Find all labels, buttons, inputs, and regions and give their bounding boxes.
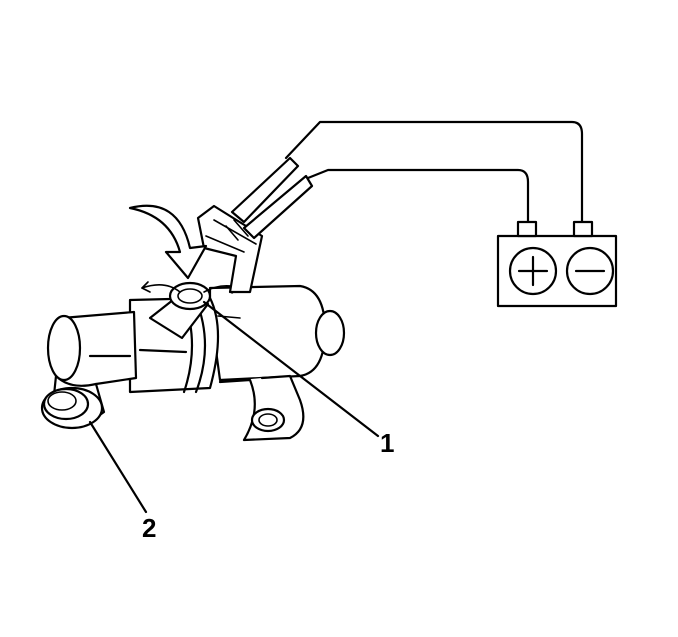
- electrical-connector: [196, 156, 314, 294]
- mounting-bracket: [218, 374, 305, 442]
- airflow-arrow-icon: [128, 204, 208, 280]
- battery: [496, 220, 618, 308]
- jumper-wires: [284, 120, 584, 224]
- test-lead-positive: [230, 156, 300, 224]
- inlet-tube: [46, 310, 188, 386]
- solenoid-body: [128, 284, 346, 394]
- callout-label-1: 1: [380, 428, 395, 458]
- callout-label-2: 2: [142, 513, 157, 543]
- test-lead-negative: [242, 174, 314, 240]
- leader-lines: [88, 300, 380, 514]
- outlet-port: [40, 374, 106, 430]
